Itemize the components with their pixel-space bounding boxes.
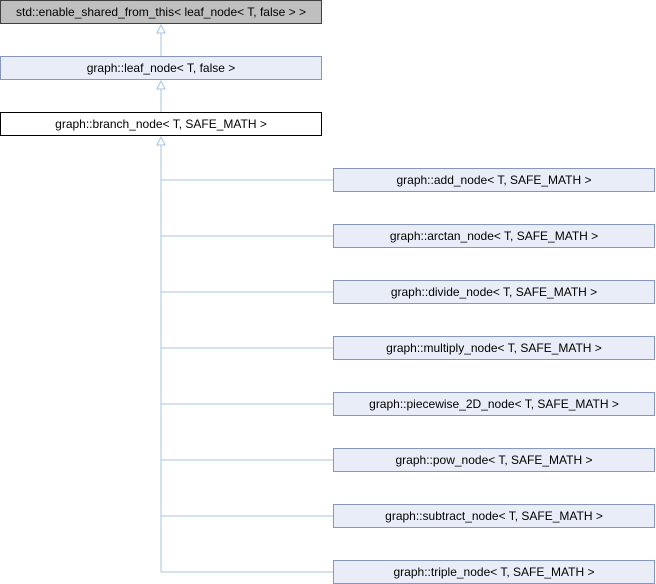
class-box-multiply-node[interactable]: graph::multiply_node< T, SAFE_MATH > — [333, 336, 655, 360]
class-box-pow-node[interactable]: graph::pow_node< T, SAFE_MATH > — [333, 448, 655, 472]
class-box-piecewise-2d-node[interactable]: graph::piecewise_2D_node< T, SAFE_MATH > — [333, 392, 655, 416]
class-box-leaf-node[interactable]: graph::leaf_node< T, false > — [0, 56, 322, 80]
arrowhead-branch-node-icon — [156, 135, 166, 146]
arrowhead-leaf-node-icon — [156, 79, 166, 90]
class-box-divide-node[interactable]: graph::divide_node< T, SAFE_MATH > — [333, 280, 655, 304]
class-box-arctan-node[interactable]: graph::arctan_node< T, SAFE_MATH > — [333, 224, 655, 248]
arrowhead-enable-shared-icon — [156, 23, 166, 34]
class-box-subtract-node[interactable]: graph::subtract_node< T, SAFE_MATH > — [333, 504, 655, 528]
class-box-triple-node[interactable]: graph::triple_node< T, SAFE_MATH > — [333, 560, 655, 584]
class-box-branch-node: graph::branch_node< T, SAFE_MATH > — [0, 112, 322, 136]
class-box-enable-shared-from-this[interactable]: std::enable_shared_from_this< leaf_node<… — [0, 0, 322, 24]
class-box-add-node[interactable]: graph::add_node< T, SAFE_MATH > — [333, 168, 655, 192]
